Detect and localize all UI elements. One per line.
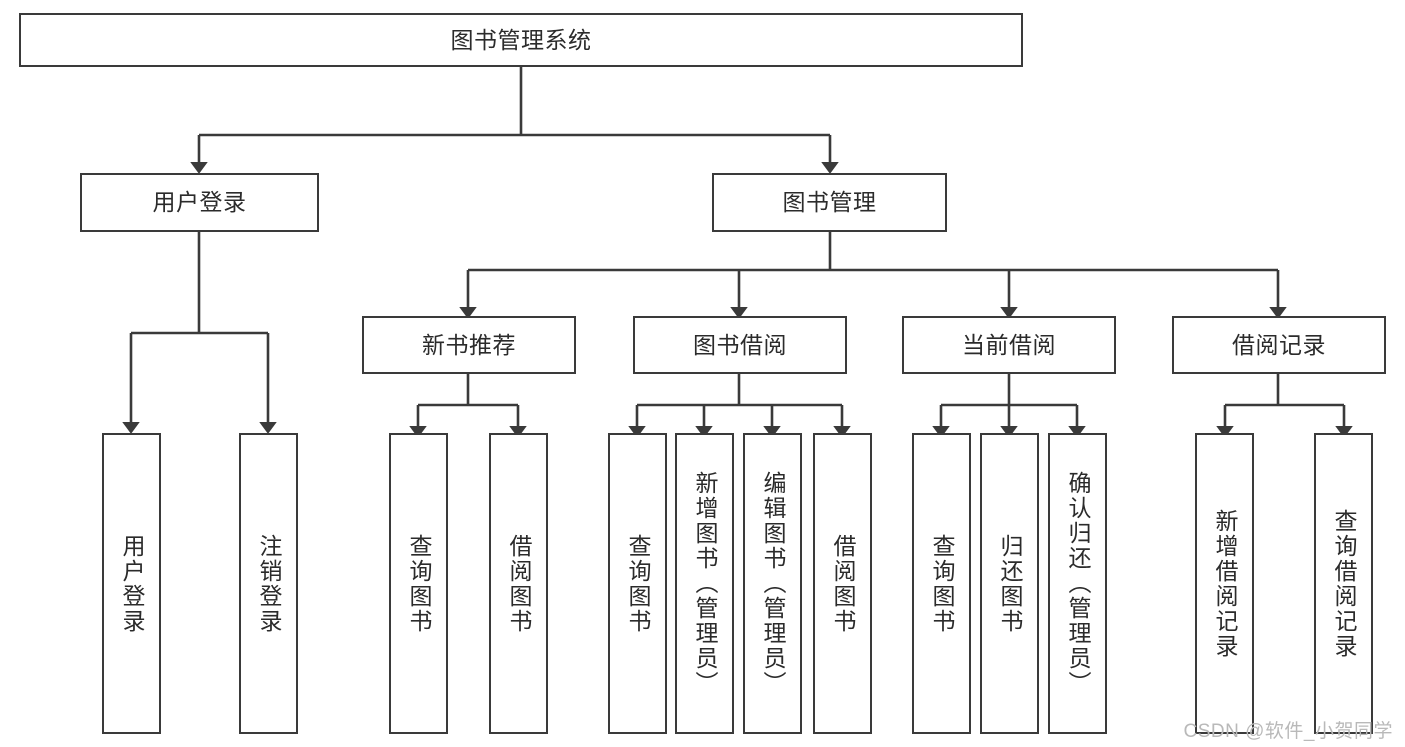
- leaf-record-query[interactable]: 查询借阅记录: [1314, 433, 1373, 734]
- leaf-borrow-borrow-book[interactable]: 借阅图书: [813, 433, 872, 734]
- leaf-current-query-book[interactable]: 查询图书: [912, 433, 971, 734]
- node-label: 注销登录: [256, 533, 282, 634]
- node-label: 新增图书（管理员）: [692, 471, 718, 696]
- node-user-login[interactable]: 用户登录: [80, 173, 319, 232]
- node-label: 当前借阅: [962, 331, 1056, 358]
- leaf-borrow-query-book[interactable]: 查询图书: [608, 433, 667, 734]
- leaf-record-add[interactable]: 新增借阅记录: [1195, 433, 1254, 734]
- node-book-borrow[interactable]: 图书借阅: [633, 316, 847, 374]
- node-current-borrow[interactable]: 当前借阅: [902, 316, 1116, 374]
- node-label: 查询图书: [406, 533, 432, 634]
- node-label: 用户登录: [152, 189, 247, 215]
- node-book-management[interactable]: 图书管理: [712, 173, 947, 232]
- leaf-new-book-borrow[interactable]: 借阅图书: [489, 433, 548, 734]
- watermark-text: CSDN @软件_小贺同学: [1183, 721, 1393, 742]
- node-label: 确认归还（管理员）: [1065, 471, 1091, 696]
- node-label: 图书借阅: [693, 331, 787, 358]
- node-label: 查询图书: [929, 533, 955, 634]
- node-label: 编辑图书（管理员）: [760, 471, 786, 696]
- leaf-current-return-book[interactable]: 归还图书: [980, 433, 1039, 734]
- node-label: 借阅图书: [830, 533, 856, 634]
- node-label: 用户登录: [119, 533, 145, 634]
- node-borrow-record[interactable]: 借阅记录: [1172, 316, 1386, 374]
- leaf-borrow-add-book-admin[interactable]: 新增图书（管理员）: [675, 433, 734, 734]
- leaf-user-logout[interactable]: 注销登录: [239, 433, 298, 734]
- node-label: 归还图书: [997, 533, 1023, 634]
- leaf-new-book-query[interactable]: 查询图书: [389, 433, 448, 734]
- leaf-user-login[interactable]: 用户登录: [102, 433, 161, 734]
- node-label: 图书管理: [782, 189, 877, 215]
- node-label: 图书管理系统: [450, 26, 592, 53]
- node-label: 借阅图书: [506, 533, 532, 634]
- leaf-current-confirm-return-admin[interactable]: 确认归还（管理员）: [1048, 433, 1107, 734]
- node-label: 查询图书: [625, 533, 651, 634]
- node-label: 查询借阅记录: [1331, 508, 1357, 659]
- node-new-book-recommend[interactable]: 新书推荐: [362, 316, 576, 374]
- node-root-system[interactable]: 图书管理系统: [19, 13, 1023, 67]
- leaf-borrow-edit-book-admin[interactable]: 编辑图书（管理员）: [743, 433, 802, 734]
- node-label: 新书推荐: [422, 331, 516, 358]
- node-label: 新增借阅记录: [1212, 508, 1238, 659]
- node-label: 借阅记录: [1232, 331, 1326, 358]
